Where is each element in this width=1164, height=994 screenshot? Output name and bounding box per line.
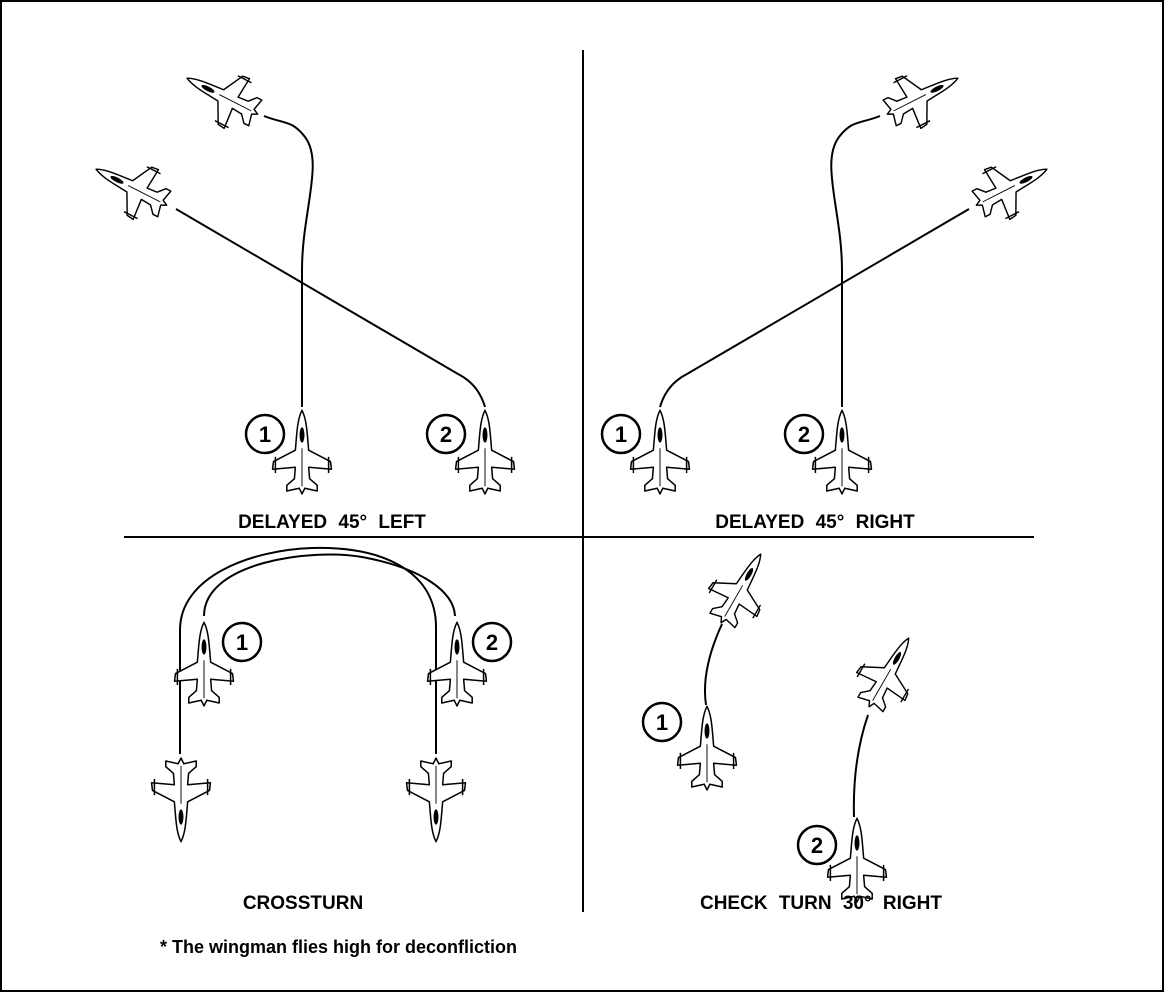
wing-number: 2 (811, 833, 823, 858)
wing-number-badge (425, 413, 467, 455)
lead-number-badge (244, 413, 286, 455)
wing-number-badge (796, 824, 838, 866)
lead-aircraft-icon (629, 409, 691, 495)
footnote: * The wingman flies high for deconflicti… (160, 937, 517, 957)
wing-path (175, 208, 486, 408)
wing-aircraft-icon (826, 817, 888, 903)
lead-arc-path (203, 553, 456, 617)
lead-aircraft-final-icon (150, 757, 212, 843)
lead-path (263, 115, 314, 407)
wing-number: 2 (798, 422, 810, 447)
wing-number-badge (471, 621, 513, 663)
lead-number: 1 (656, 710, 668, 735)
wing-path (852, 714, 869, 818)
lead-aircraft-final-icon (173, 52, 272, 140)
wing-aircraft-final-icon (405, 757, 467, 843)
panel-delayed-45-right: 1 2 DELAYED 45° RIGHT (600, 52, 1061, 533)
wing-number: 2 (486, 630, 498, 655)
lead-aircraft-final-icon (962, 143, 1061, 231)
wing-aircraft-final-icon (82, 143, 181, 231)
wing-arc-path (179, 546, 437, 754)
lead-aircraft-final-icon (696, 539, 786, 638)
wing-path (830, 115, 881, 407)
panel-title: CROSSTURN (243, 893, 363, 914)
panel-crossturn: 1 2 CROSSTURN (150, 546, 513, 914)
wing-aircraft-final-icon (844, 623, 934, 722)
wing-aircraft-icon (454, 409, 516, 495)
wing-number-badge (783, 413, 825, 455)
lead-number: 1 (259, 422, 271, 447)
panel-title: DELAYED 45° LEFT (238, 512, 426, 533)
lead-aircraft-icon (676, 705, 738, 791)
wing-aircraft-final-icon (873, 52, 972, 140)
lead-path (659, 208, 970, 408)
wing-aircraft-icon (811, 409, 873, 495)
wing-number: 2 (440, 422, 452, 447)
lead-number-badge (641, 701, 683, 743)
panel-title: CHECK TURN 30° RIGHT (700, 893, 942, 914)
lead-number-badge (221, 621, 263, 663)
lead-number: 1 (615, 422, 627, 447)
panel-delayed-45-left: 1 2 DELAYED 45° LEFT (82, 52, 516, 533)
lead-number: 1 (236, 630, 248, 655)
lead-number-badge (600, 413, 642, 455)
lead-path (703, 623, 723, 706)
panel-title: DELAYED 45° RIGHT (715, 512, 915, 533)
panel-check-turn-30-right: 1 2 CHECK TURN 30° RIGHT (641, 539, 942, 914)
